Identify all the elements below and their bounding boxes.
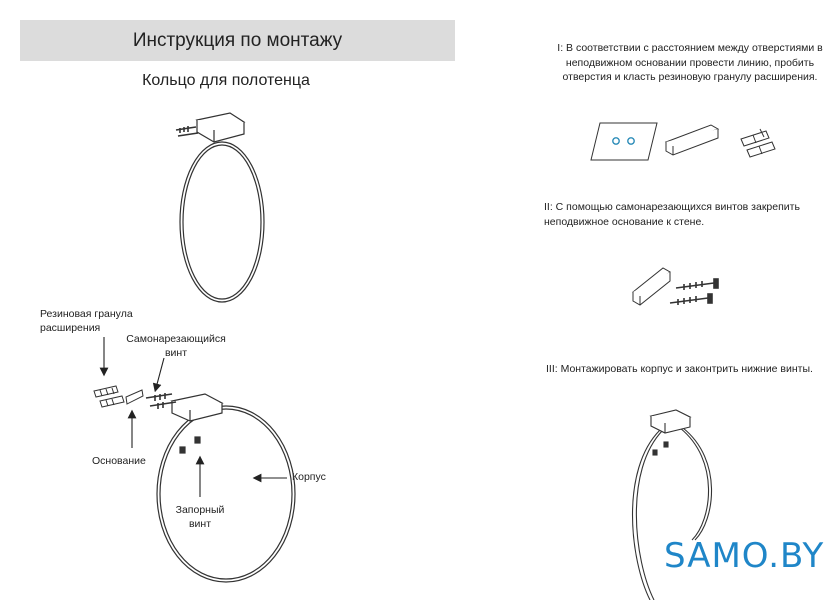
self-tapping-screw-icon: [145, 393, 177, 409]
page-subtitle: Кольцо для полотенца: [142, 72, 310, 89]
ring-overview-drawing: [175, 112, 265, 303]
screw-icon: [175, 126, 199, 137]
label-body: Корпус: [292, 471, 326, 483]
title-bar: Инструкция по монтажу: [20, 20, 455, 61]
base-plate-icon: [632, 267, 671, 306]
step-1-text: I: В соответствии с расстоянием между от…: [557, 42, 823, 83]
rubber-granule-icon: [740, 128, 776, 158]
watermark-logo: SAMO.BY: [664, 536, 825, 576]
arrow-screw: [152, 357, 165, 393]
page-title: Инструкция по монтажу: [132, 30, 343, 51]
label-base: Основание: [92, 455, 146, 467]
ring-mounted-drawing: [631, 409, 713, 600]
rubber-granule-icon: [93, 385, 125, 408]
ring-exploded-drawing: [156, 393, 296, 583]
step-2-text: II: С помощью самонарезающихся винтов за…: [544, 201, 800, 228]
step-3-text: III: Монтажировать корпус и законтрить н…: [546, 363, 813, 375]
base-plate-icon: [125, 389, 144, 405]
self-tapping-screw-icon: [669, 278, 719, 305]
base-plate-icon: [664, 124, 720, 156]
wall-plate-icon: [590, 122, 658, 161]
